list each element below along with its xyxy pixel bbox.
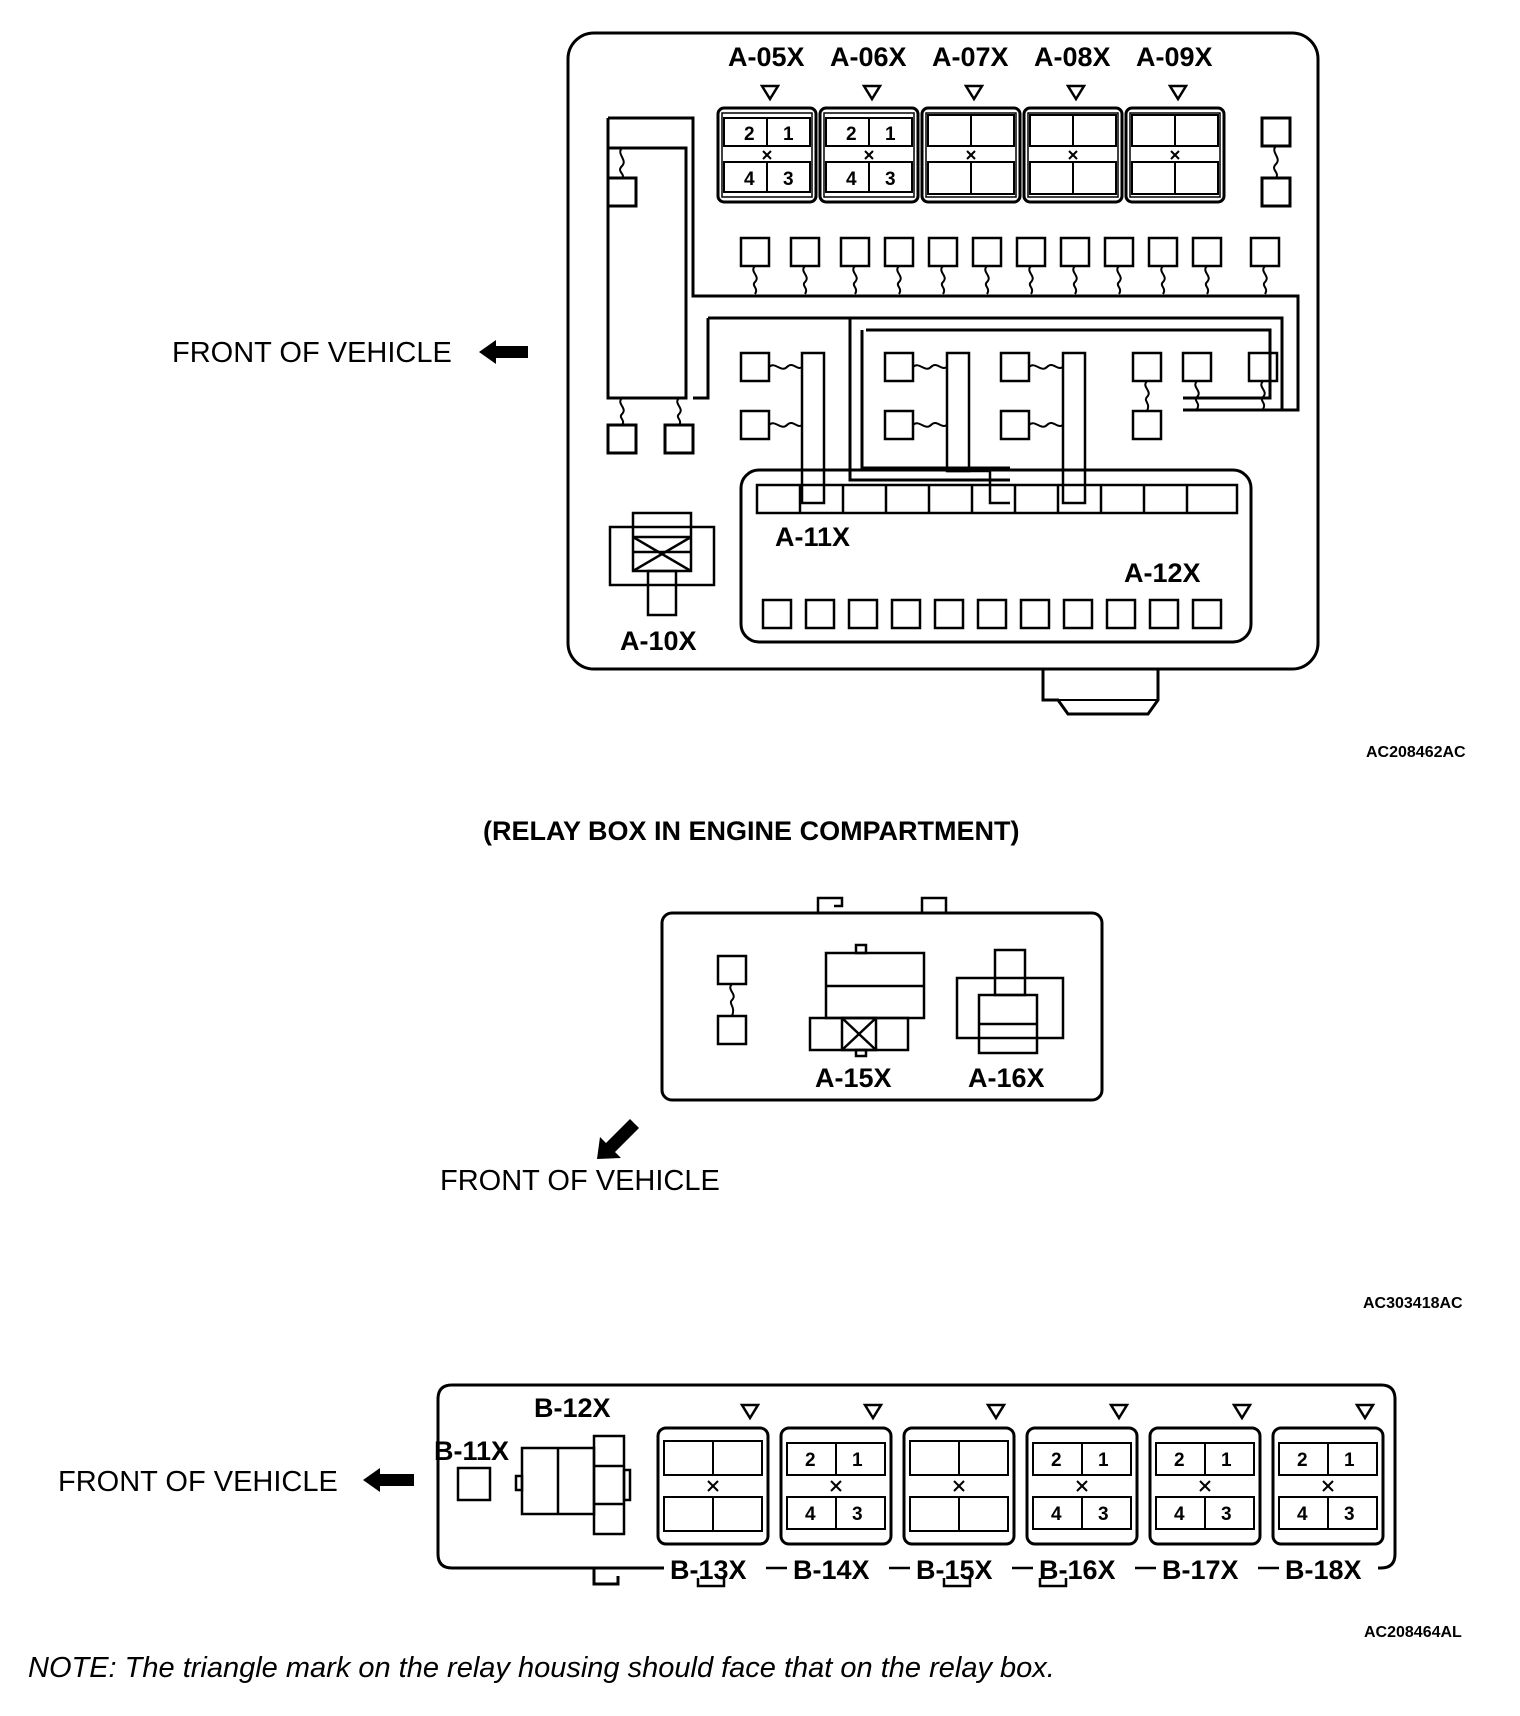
front-arrow-icon [479,340,528,364]
relay-box-3-outline [436,1383,1397,1570]
pin-label: 3 [1344,1504,1355,1525]
front-of-vehicle-label: FRONT OF VEHICLE [58,1466,338,1498]
pin-label: 2 [1174,1450,1185,1471]
relay-a10x [608,511,716,617]
top-relay-slots [716,106,1226,204]
relay-label: A-05X [728,42,805,72]
front-of-vehicle-label: FRONT OF VEHICLE [172,337,452,369]
relay-label: B-14X [793,1555,870,1585]
pin-label: 1 [885,124,896,145]
relay-label: A-08X [1034,42,1111,72]
front-arrow-diagonal-icon [597,1119,639,1159]
relay-box-2 [660,896,1104,1102]
bottom-triangles [739,1403,1376,1421]
relay-box-1 [566,31,1320,716]
section-title: (RELAY BOX IN ENGINE COMPARTMENT) [483,816,1020,846]
pin-label: 3 [885,169,896,190]
fuse-row-bottom [761,598,1223,630]
labels: A-05X A-06X A-07X A-08X A-09X 2 1 4 3 2 … [58,42,1466,1641]
bottom-relay-grids [663,1440,1378,1532]
pin-label: 2 [805,1450,816,1471]
relay-label-a11x: A-11X [775,522,850,552]
pin-label: 3 [1221,1504,1232,1525]
relay-label-a15x: A-15X [815,1063,892,1093]
relay-label-b12x: B-12X [534,1393,611,1423]
relay-box-3 [436,1383,1397,1588]
relay-label: B-13X [670,1555,747,1585]
pin-label: 4 [744,169,755,190]
pin-label: 2 [846,124,857,145]
pin-label: 4 [1051,1504,1062,1525]
front-arrow-icon-3 [363,1468,414,1492]
pin-label: 4 [1174,1504,1185,1525]
pin-label: 1 [1221,1450,1232,1471]
pin-label: 3 [1098,1504,1109,1525]
figure-code: AC303418AC [1363,1295,1463,1312]
pin-label: 1 [852,1450,863,1471]
fuse-row [739,236,1281,268]
relay-label-a16x: A-16X [968,1063,1045,1093]
front-of-vehicle-label: FRONT OF VEHICLE [440,1165,720,1197]
relay-label-b11x: B-11X [434,1436,509,1466]
mount-tab [1041,669,1160,716]
figure-code: AC208462AC [1366,744,1466,761]
relay-label: A-09X [1136,42,1213,72]
fuse-block-a12 [739,468,1253,644]
relay-label: B-17X [1162,1555,1239,1585]
pin-label: 1 [783,124,794,145]
relay-label-a10x: A-10X [620,626,697,656]
relay-label: B-16X [1039,1555,1116,1585]
relay-label-a12x: A-12X [1124,558,1201,588]
relay-box-2-outline [660,911,1104,1102]
pin-label: 4 [1297,1504,1308,1525]
pin-label: 1 [1098,1450,1109,1471]
relay-a15x [808,943,926,1058]
pin-label: 3 [783,169,794,190]
relay-label: A-07X [932,42,1009,72]
relay-a16x [955,948,1065,1055]
pin-label: 2 [1051,1450,1062,1471]
relay-label: A-06X [830,42,907,72]
pin-label: 2 [1297,1450,1308,1471]
pin-label: 1 [1344,1450,1355,1471]
relay-b12x [514,1434,632,1536]
pin-label: 3 [852,1504,863,1525]
pin-label: 2 [744,124,755,145]
orientation-triangles [759,84,1189,102]
note-text: NOTE: The triangle mark on the relay hou… [28,1652,1055,1684]
pin-label: 4 [846,169,857,190]
relay-label: B-18X [1285,1555,1362,1585]
pin-label: 4 [805,1504,816,1525]
bottom-relay-slots [656,1426,1385,1546]
relay-label: B-15X [916,1555,993,1585]
figure-code: AC208464AL [1364,1624,1462,1641]
relay-box-1-outline [566,31,1320,671]
relay-pin-grids [723,114,1219,195]
